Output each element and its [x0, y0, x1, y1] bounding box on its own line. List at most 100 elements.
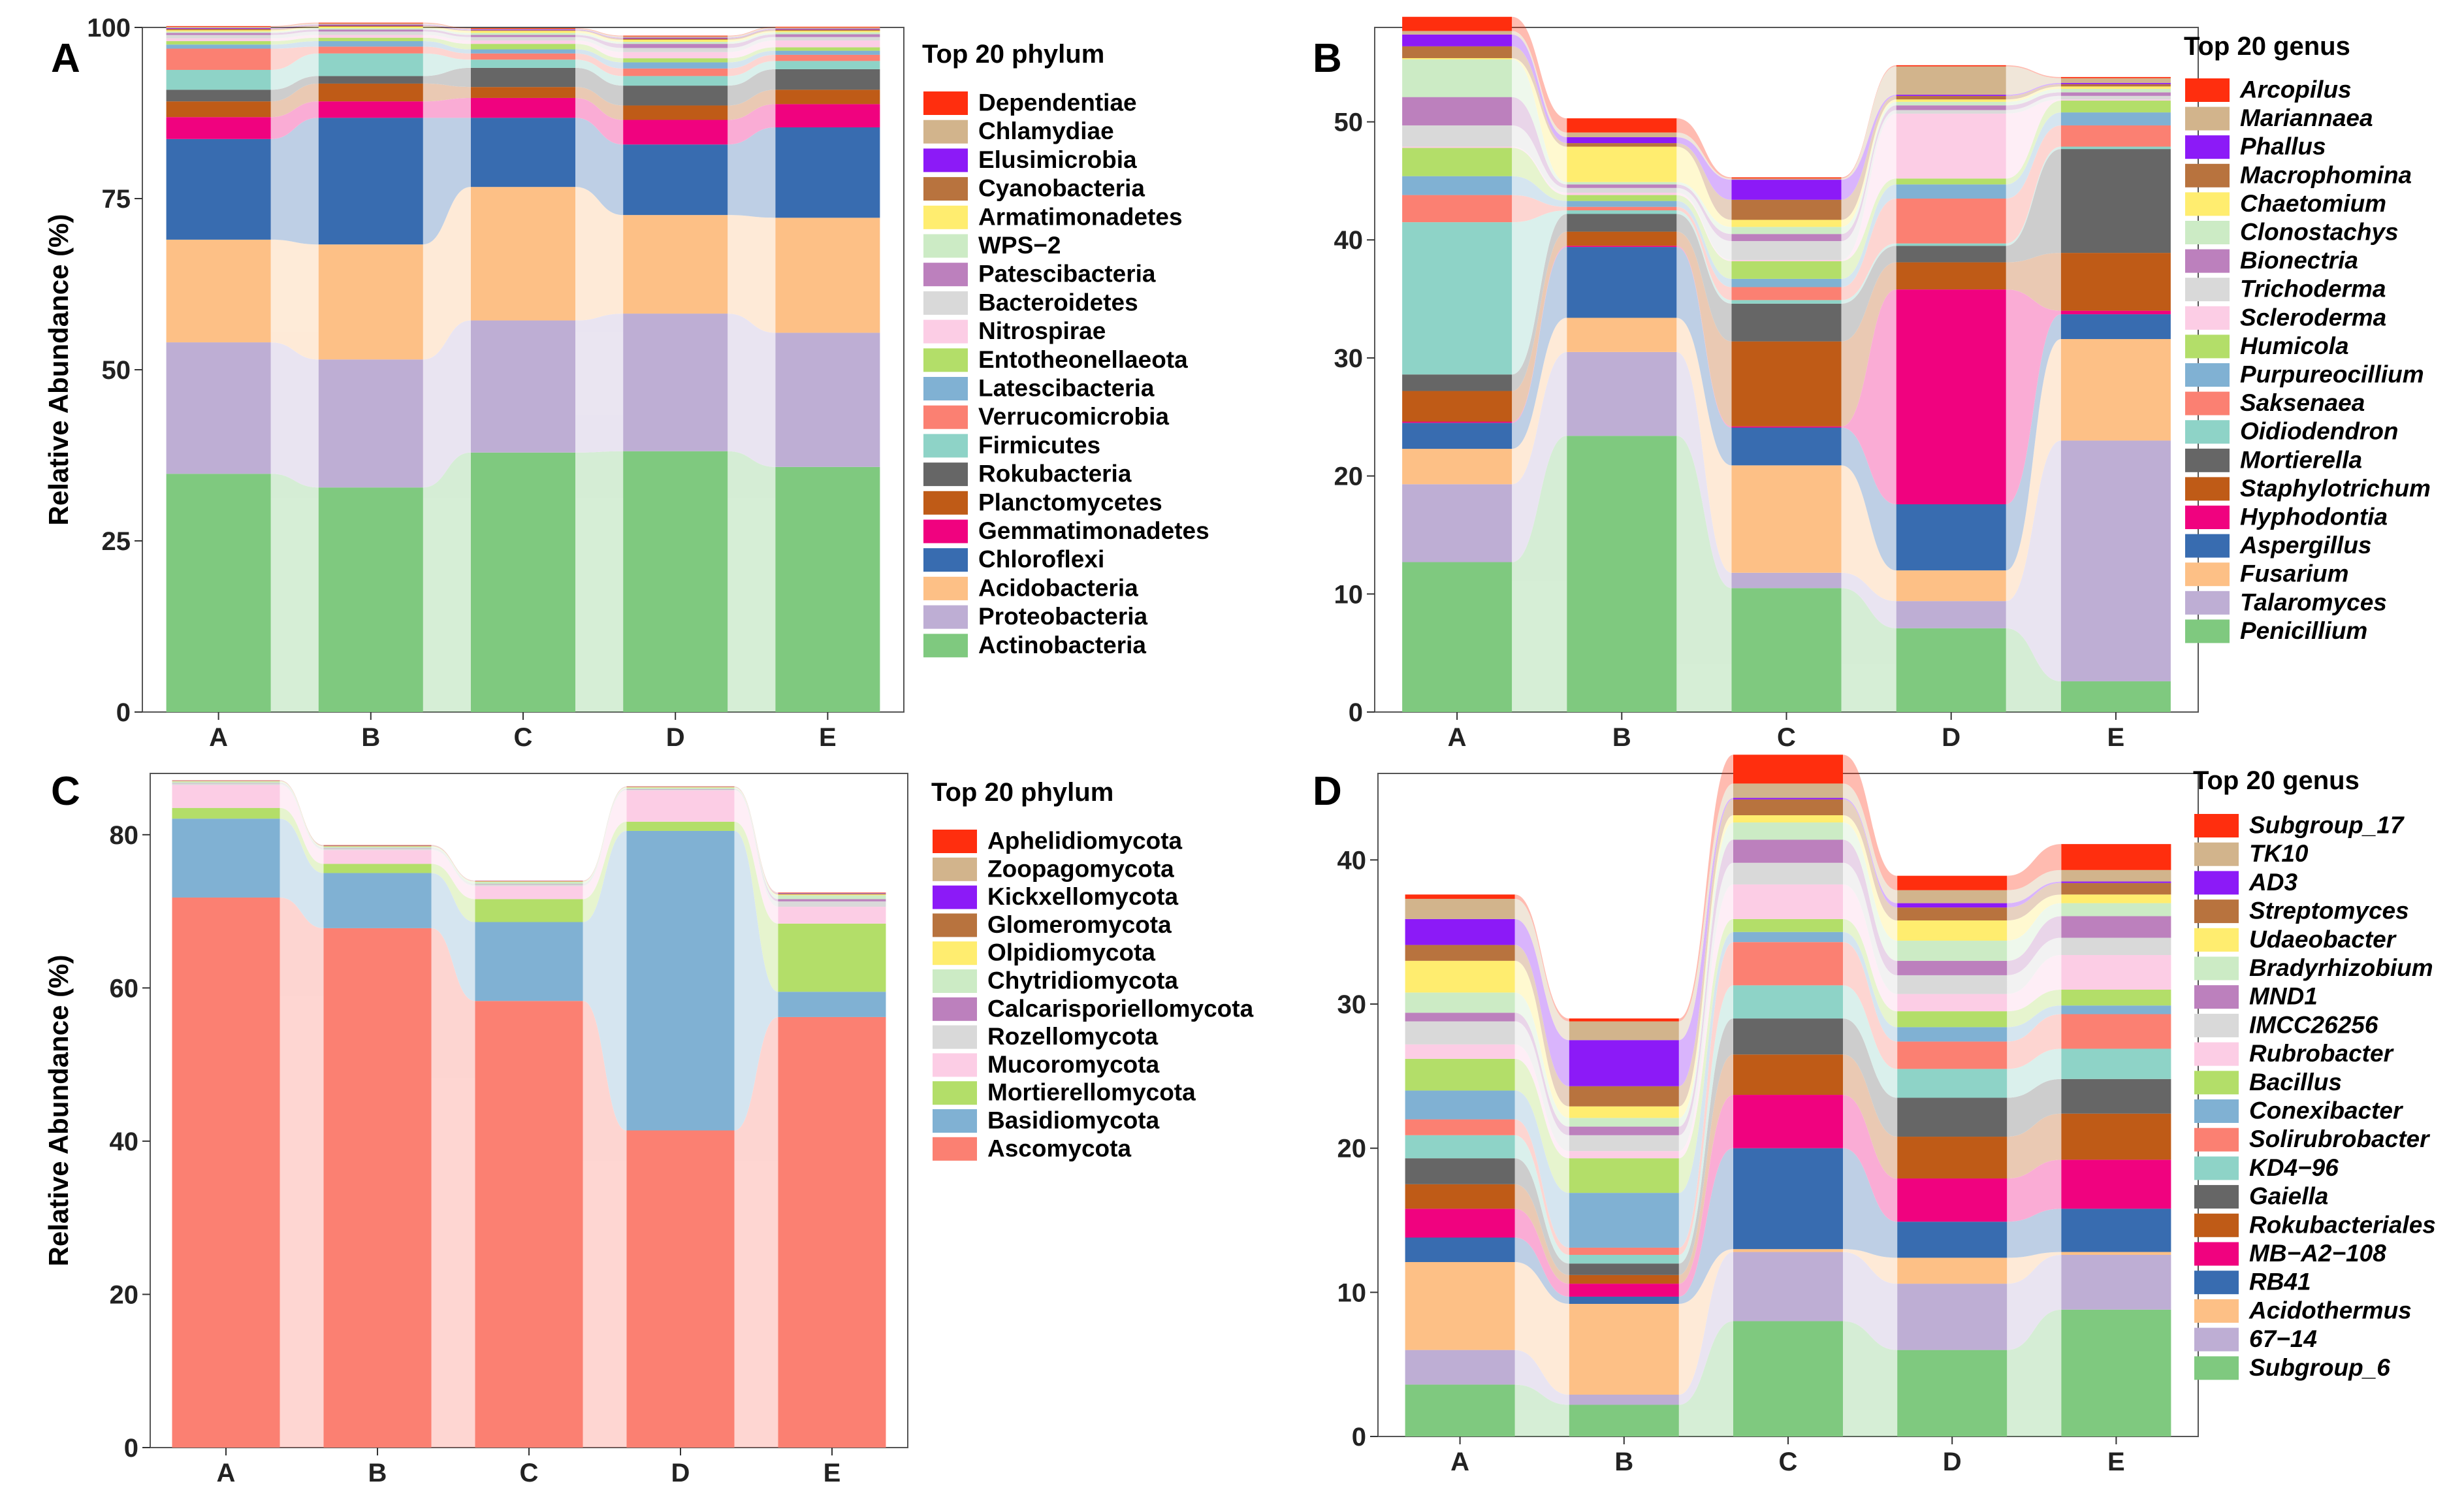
flow-14-3 [2006, 88, 2061, 106]
bar-segment-A-2 [166, 239, 271, 343]
legend-label: Planctomycetes [978, 489, 1162, 515]
flow-7-1 [423, 53, 471, 76]
bar-segment-C-8 [471, 53, 575, 60]
legend-label: Humicola [2240, 332, 2349, 359]
bar-segment-B-6 [1569, 1263, 1679, 1275]
flow-16-3 [2006, 84, 2061, 100]
flow-10-0 [270, 37, 319, 45]
legend-swatch [933, 1025, 977, 1049]
flow-2-0 [1514, 1262, 1569, 1395]
flow-6-3 [734, 787, 778, 900]
bar-segment-D-2 [626, 821, 735, 831]
bar-segment-E-5 [775, 89, 880, 105]
flow-2-2 [583, 821, 627, 922]
flow-15-1 [423, 26, 471, 33]
bar-segment-B-15 [1569, 1106, 1679, 1118]
bar-segment-E-4 [2061, 1160, 2171, 1209]
bar-segment-C-18 [1733, 783, 1843, 798]
bar-segment-C-6 [475, 881, 583, 884]
bar-segment-A-9 [1402, 176, 1512, 195]
legend-title: Top 20 phylum [931, 778, 1113, 807]
x-tick-label: D [671, 1459, 690, 1487]
bar-segment-B-12 [1567, 187, 1677, 193]
legend-swatch [933, 1081, 977, 1105]
flow-19-2 [1843, 754, 1898, 890]
legend-label: AD3 [2248, 869, 2297, 896]
bar-segment-A-7 [1405, 1135, 1515, 1159]
bar-segment-D-14 [1896, 101, 2006, 106]
bar-segment-E-16 [2061, 883, 2171, 895]
flow-7-0 [1512, 210, 1567, 375]
bar-segment-C-2 [1733, 1249, 1843, 1252]
flow-7-1 [1676, 210, 1732, 304]
bar-segment-D-9 [623, 62, 728, 69]
flow-4-1 [431, 848, 475, 886]
bar-segment-B-17 [1569, 1040, 1679, 1086]
legend-label: Actinobacteria [978, 632, 1146, 658]
flow-1-0 [1514, 1350, 1569, 1405]
bar-segment-A-13 [1402, 97, 1512, 125]
flow-8-2 [1841, 199, 1896, 300]
bar-segment-A-5 [172, 783, 280, 784]
legend-swatch [923, 148, 968, 172]
bar-segment-A-16 [1405, 945, 1515, 961]
flow-11-1 [431, 845, 475, 881]
bar-segment-D-10 [1897, 1011, 2008, 1028]
flow-17-2 [1843, 798, 1898, 908]
bar-segment-D-16 [1896, 95, 2006, 100]
bar-segment-B-8 [1567, 206, 1677, 211]
bar-segment-B-7 [1569, 1254, 1679, 1264]
flow-5-0 [280, 783, 324, 849]
flow-1-1 [1676, 351, 1732, 589]
bar-segment-D-4 [1896, 289, 2006, 504]
flow-18-2 [1843, 783, 1898, 903]
flow-9-3 [2006, 112, 2061, 199]
bar-segment-C-1 [1731, 572, 1842, 589]
bar-segment-D-10 [1896, 178, 2006, 185]
flow-14-3 [728, 32, 776, 44]
legend-label: Udaeobacter [2249, 926, 2397, 952]
bar-segment-C-3 [475, 886, 583, 900]
bar-segment-D-6 [623, 86, 728, 106]
flow-0-3 [728, 451, 776, 712]
bar-segment-E-15 [2060, 86, 2171, 89]
flow-11-2 [1841, 113, 1896, 261]
flow-6-2 [575, 67, 624, 106]
flow-9-0 [1514, 1090, 1569, 1248]
flow-8-3 [2007, 1014, 2062, 1069]
bar-segment-D-7 [1897, 1069, 2008, 1098]
bar-segment-E-3 [2061, 1208, 2171, 1252]
bar-segment-A-13 [1405, 1013, 1515, 1022]
bar-segment-D-12 [1896, 110, 2006, 114]
bar-segment-D-5 [626, 789, 735, 790]
flow-6-1 [431, 846, 475, 884]
legend-label: Armatimonadetes [978, 203, 1183, 230]
flow-10-3 [2007, 989, 2062, 1028]
bar-segment-C-15 [471, 31, 575, 33]
flow-9-1 [431, 845, 475, 881]
legend-swatch [2185, 221, 2230, 244]
legend-label: Scleroderma [2240, 304, 2386, 331]
flow-7-0 [1514, 1135, 1569, 1264]
flow-16-2 [1841, 95, 1896, 220]
y-tick-label: 10 [1334, 580, 1364, 609]
bar-segment-C-18 [1731, 178, 1842, 180]
flow-12-3 [2006, 95, 2061, 114]
bar-segment-B-19 [1569, 1018, 1679, 1022]
bar-segment-E-13 [2061, 916, 2171, 938]
legend-label: WPS−2 [978, 232, 1061, 259]
legend-label: Aspergillus [2239, 532, 2372, 559]
flow-9-0 [270, 41, 319, 49]
bar-segment-D-13 [1897, 960, 2008, 975]
bar-segment-D-5 [623, 105, 728, 120]
bar-segment-A-14 [1405, 992, 1515, 1013]
flow-18-2 [1841, 66, 1896, 180]
bar-segment-B-11 [1567, 192, 1677, 195]
bar-segment-B-9 [1569, 1193, 1679, 1248]
bar-segment-D-17 [1896, 94, 2006, 96]
bar-segment-B-9 [318, 41, 423, 47]
bar-segment-C-11 [471, 40, 575, 44]
legend-swatch [2194, 1071, 2239, 1095]
bar-segment-B-4 [323, 848, 432, 851]
